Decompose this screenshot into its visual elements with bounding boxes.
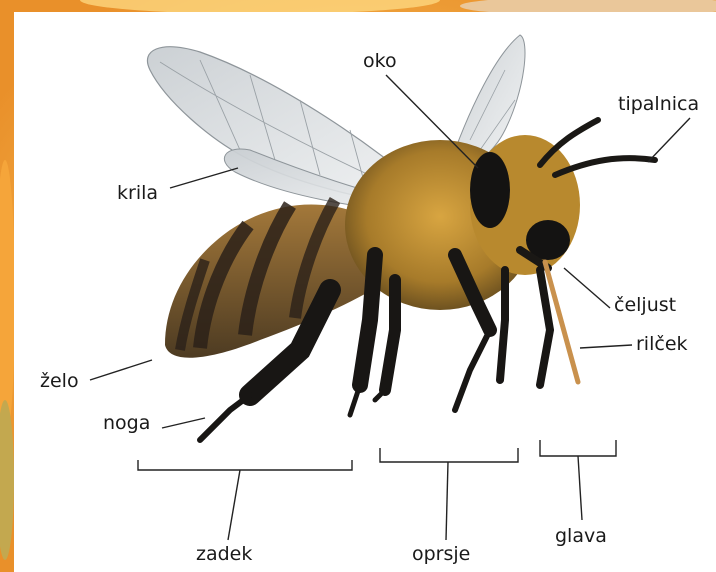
leader-tipalnica xyxy=(648,118,690,162)
bracket-glava xyxy=(540,440,616,456)
leader-rilcek xyxy=(580,345,632,348)
label-zelo: želo xyxy=(40,372,79,391)
label-krila: krila xyxy=(117,184,158,203)
leader-glava xyxy=(578,456,582,520)
leader-oprsje xyxy=(446,462,448,540)
label-oko: oko xyxy=(363,52,397,71)
leader-zadek xyxy=(228,470,240,540)
label-tipalnica: tipalnica xyxy=(618,95,699,114)
label-oprsje: oprsje xyxy=(412,545,470,564)
leader-krila xyxy=(170,168,238,188)
label-noga: noga xyxy=(103,414,150,433)
leader-noga xyxy=(162,418,205,428)
leader-zelo xyxy=(90,360,152,380)
label-celjust: čeljust xyxy=(614,296,676,315)
label-zadek: zadek xyxy=(196,545,252,564)
compound-eye xyxy=(470,152,510,228)
bracket-oprsje xyxy=(380,448,518,462)
bracket-zadek xyxy=(138,460,352,470)
label-glava: glava xyxy=(555,527,607,546)
label-rilcek: rilček xyxy=(636,335,688,354)
leader-celjust xyxy=(564,268,610,308)
